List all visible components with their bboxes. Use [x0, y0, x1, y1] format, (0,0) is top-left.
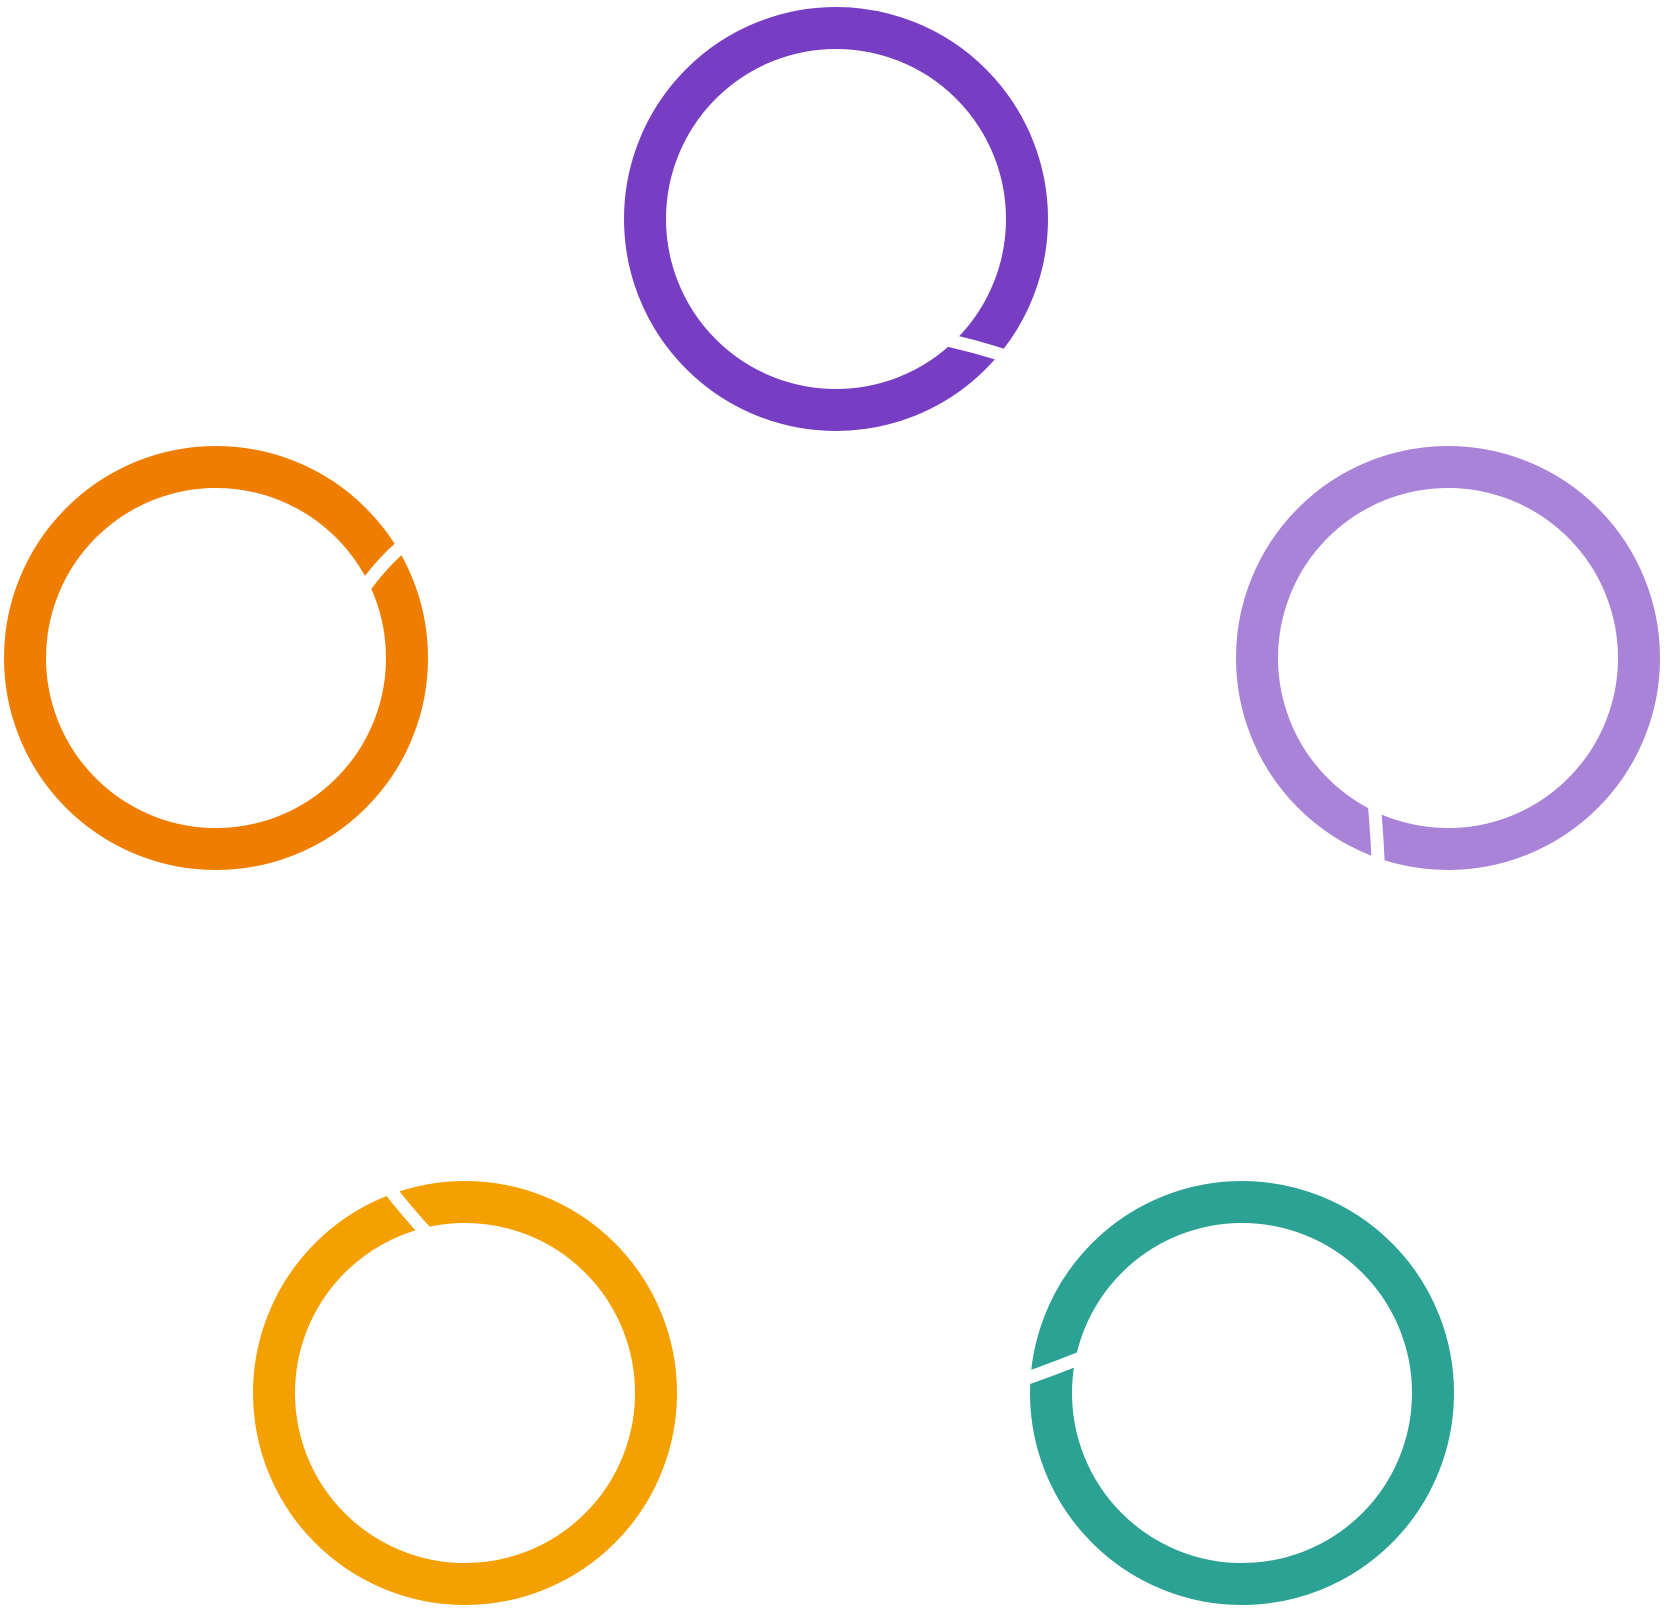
ring-right	[1236, 446, 1660, 870]
ring-gap-bottom-right	[1007, 1344, 1103, 1391]
ring-gap-left	[350, 532, 416, 604]
ring-bottom-right	[1030, 1181, 1454, 1605]
ring-gap-top	[926, 329, 1023, 368]
ring-top	[624, 7, 1048, 431]
ring-gap-right	[1366, 789, 1386, 889]
ring-bottom-left	[253, 1181, 677, 1605]
ring-left	[4, 446, 428, 870]
ring-gap-bottom-left	[372, 1170, 438, 1245]
